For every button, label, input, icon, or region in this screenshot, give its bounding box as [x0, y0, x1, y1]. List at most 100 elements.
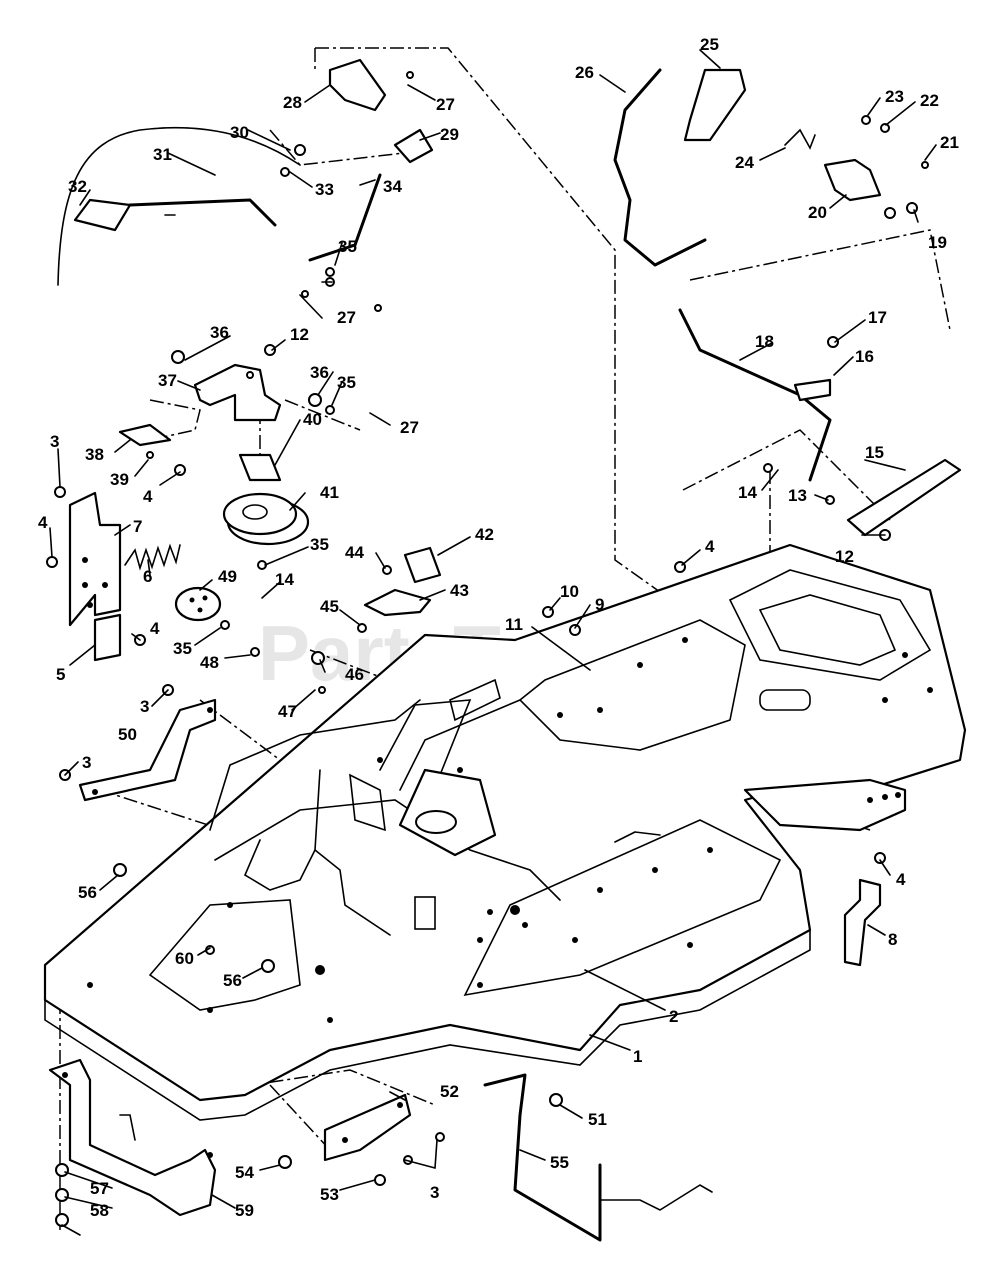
mounting-plate-52 — [323, 1093, 412, 1162]
cable-32 — [57, 126, 301, 286]
callout-11: 11 — [505, 615, 523, 634]
callout-18: 18 — [755, 332, 774, 351]
spring-24 — [784, 128, 816, 150]
callout-4: 4 — [896, 870, 906, 889]
callout-35: 35 — [338, 237, 357, 256]
rod-55 — [483, 1073, 602, 1242]
callout-26: 26 — [575, 63, 594, 82]
callout-57: 57 — [90, 1179, 109, 1198]
callout-21: 21 — [940, 133, 959, 152]
callout-1: 1 — [633, 1047, 642, 1066]
callout-48: 48 — [200, 653, 219, 672]
clamp-16 — [793, 378, 832, 402]
handle-32 — [73, 198, 132, 232]
callout-44: 44 — [345, 543, 364, 562]
lever-26 — [613, 68, 707, 267]
callout-34: 34 — [383, 177, 402, 196]
callout-27: 27 — [337, 308, 356, 327]
callout-38: 38 — [85, 445, 104, 464]
callout-22: 22 — [920, 91, 939, 110]
callout-23: 23 — [885, 87, 904, 106]
handle-25 — [683, 68, 747, 142]
callout-3: 3 — [140, 697, 149, 716]
callout-46: 46 — [345, 665, 364, 684]
callout-4: 4 — [38, 513, 48, 532]
callout-8: 8 — [888, 930, 897, 949]
callout-3: 3 — [50, 432, 59, 451]
callout-7: 7 — [133, 517, 142, 536]
link-15 — [846, 458, 962, 537]
bracket-plate-50 — [78, 698, 217, 802]
callout-55: 55 — [550, 1153, 569, 1172]
spring-6 — [124, 543, 181, 571]
callout-15: 15 — [865, 443, 884, 462]
callout-52: 52 — [440, 1082, 459, 1101]
callout-36: 36 — [310, 363, 329, 382]
callout-39: 39 — [110, 470, 129, 489]
gear-42 — [403, 546, 442, 584]
callout-2: 2 — [669, 1007, 678, 1026]
callout-43: 43 — [450, 581, 469, 600]
callout-56: 56 — [78, 883, 97, 902]
bracket-37 — [193, 363, 282, 422]
callout-51: 51 — [588, 1110, 607, 1129]
callout-4: 4 — [143, 487, 153, 506]
bracket-7 — [68, 491, 122, 627]
callout-19: 19 — [928, 233, 947, 252]
callout-49: 49 — [218, 567, 237, 586]
plate-5 — [93, 613, 122, 662]
callout-36: 36 — [210, 323, 229, 342]
callout-33: 33 — [315, 180, 334, 199]
callout-14: 14 — [738, 483, 757, 502]
callout-59: 59 — [235, 1201, 254, 1220]
callout-27: 27 — [436, 95, 455, 114]
callout-14: 14 — [275, 570, 294, 589]
callout-10: 10 — [560, 582, 579, 601]
callout-5: 5 — [56, 665, 65, 684]
side-plate-right — [743, 778, 907, 832]
callout-27: 27 — [400, 418, 419, 437]
callout-4: 4 — [150, 619, 160, 638]
callout-13: 13 — [788, 486, 807, 505]
callout-3: 3 — [82, 753, 91, 772]
pulley-41 — [222, 492, 310, 546]
pulley-49 — [174, 586, 222, 622]
callout-47: 47 — [278, 702, 297, 721]
callout-30: 30 — [230, 123, 249, 142]
callout-40: 40 — [303, 410, 322, 429]
callout-50: 50 — [118, 725, 137, 744]
callout-32: 32 — [68, 177, 87, 196]
lever-31 — [128, 198, 277, 227]
callout-42: 42 — [475, 525, 494, 544]
callout-35: 35 — [173, 639, 192, 658]
bracket-plate-8 — [843, 878, 882, 967]
rod-34 — [308, 173, 382, 262]
knob-29 — [393, 128, 434, 164]
callout-labels: 1 2 3 3 3 3 4 4 4 4 4 5 6 7 8 9 10 11 12… — [38, 35, 959, 1220]
clip-38 — [118, 423, 172, 447]
bracket-28 — [328, 58, 387, 112]
callout-24: 24 — [735, 153, 754, 172]
callout-31: 31 — [153, 145, 172, 164]
callout-53: 53 — [320, 1185, 339, 1204]
callout-4: 4 — [705, 537, 715, 556]
callout-20: 20 — [808, 203, 827, 222]
callout-12: 12 — [290, 325, 309, 344]
callout-37: 37 — [158, 371, 177, 390]
callout-60: 60 — [175, 949, 194, 968]
bracket-20 — [823, 158, 882, 202]
arm-43 — [363, 588, 432, 617]
callout-58: 58 — [90, 1201, 109, 1220]
hitch-bracket-59 — [48, 1058, 217, 1217]
callout-17: 17 — [868, 308, 887, 327]
callout-56: 56 — [223, 971, 242, 990]
callout-16: 16 — [855, 347, 874, 366]
main-frame — [43, 543, 967, 1121]
callout-45: 45 — [320, 597, 339, 616]
callout-35: 35 — [310, 535, 329, 554]
callout-54: 54 — [235, 1163, 254, 1182]
callout-29: 29 — [440, 125, 459, 144]
callout-9: 9 — [595, 595, 604, 614]
callout-35: 35 — [337, 373, 356, 392]
